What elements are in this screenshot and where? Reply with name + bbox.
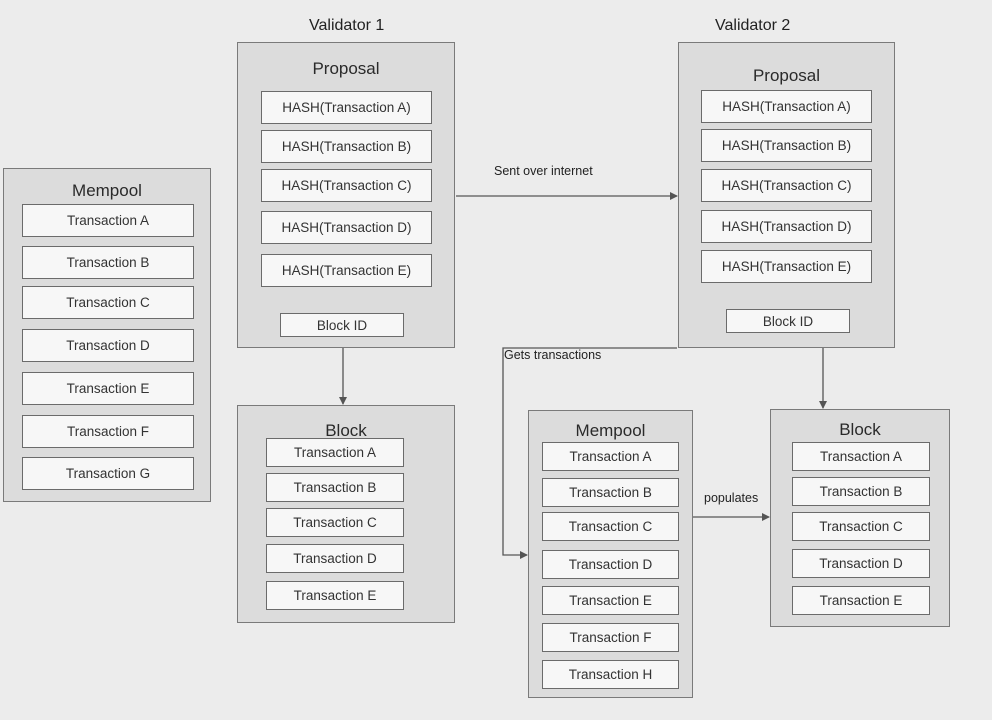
- validator-2-block-panel: Block Transaction A Transaction B Transa…: [770, 409, 950, 627]
- block-item: Transaction B: [266, 473, 404, 502]
- mempool-item: Transaction A: [22, 204, 194, 237]
- populates-label: populates: [704, 491, 759, 505]
- block-item: Transaction D: [266, 544, 404, 573]
- mempool-item: Transaction C: [22, 286, 194, 319]
- mempool-title: Mempool: [575, 421, 646, 440]
- edge-gets-transactions: [502, 347, 677, 559]
- proposal-hash-item: HASH(Transaction E): [261, 254, 432, 287]
- mempool-item: Transaction D: [22, 329, 194, 362]
- block-item: Transaction E: [266, 581, 404, 610]
- block-item: Transaction C: [266, 508, 404, 537]
- mempool-panel: Mempool Transaction A Transaction B Tran…: [3, 168, 211, 502]
- mempool-item: Transaction D: [542, 550, 679, 579]
- block-title: Block: [839, 420, 881, 439]
- proposal-hash-item: HASH(Transaction C): [261, 169, 432, 202]
- mempool-item: Transaction E: [542, 586, 679, 615]
- validator-1-proposal-panel: Proposal HASH(Transaction A) HASH(Transa…: [237, 42, 455, 348]
- proposal-hash-item: HASH(Transaction D): [261, 211, 432, 244]
- block-id-field: Block ID: [280, 313, 404, 337]
- sent-over-internet-label: Sent over internet: [494, 164, 593, 178]
- proposal-hash-item: HASH(Transaction D): [701, 210, 872, 243]
- proposal-hash-item: HASH(Transaction A): [701, 90, 872, 123]
- validator-2-mempool-panel: Mempool Transaction A Transaction B Tran…: [528, 410, 693, 698]
- gets-transactions-label: Gets transactions: [504, 348, 602, 362]
- mempool-item: Transaction B: [542, 478, 679, 507]
- block-item: Transaction B: [792, 477, 930, 506]
- validator-2-label: Validator 2: [715, 17, 791, 34]
- mempool-item: Transaction E: [22, 372, 194, 405]
- block-item: Transaction A: [792, 442, 930, 471]
- proposal-title: Proposal: [752, 66, 821, 85]
- proposal-hash-item: HASH(Transaction C): [701, 169, 872, 202]
- validator-1-label: Validator 1: [309, 17, 385, 34]
- proposal-hash-item: HASH(Transaction B): [261, 130, 432, 163]
- mempool-item: Transaction F: [22, 415, 194, 448]
- proposal-hash-item: HASH(Transaction A): [261, 91, 432, 124]
- mempool-item: Transaction C: [542, 512, 679, 541]
- block-item: Transaction D: [792, 549, 930, 578]
- validator-2-proposal-panel: Proposal HASH(Transaction A) HASH(Transa…: [678, 42, 895, 348]
- mempool-item: Transaction F: [542, 623, 679, 652]
- proposal-title: Proposal: [312, 59, 380, 78]
- block-item: Transaction C: [792, 512, 930, 541]
- mempool-item: Transaction H: [542, 660, 679, 689]
- block-title: Block: [325, 421, 367, 440]
- proposal-hash-item: HASH(Transaction B): [701, 129, 872, 162]
- block-item: Transaction A: [266, 438, 404, 467]
- validator-1-block-panel: Block Transaction A Transaction B Transa…: [237, 405, 455, 623]
- mempool-item: Transaction G: [22, 457, 194, 490]
- mempool-item: Transaction B: [22, 246, 194, 279]
- block-id-field: Block ID: [726, 309, 850, 333]
- proposal-hash-item: HASH(Transaction E): [701, 250, 872, 283]
- mempool-title: Mempool: [72, 181, 142, 200]
- mempool-item: Transaction A: [542, 442, 679, 471]
- block-item: Transaction E: [792, 586, 930, 615]
